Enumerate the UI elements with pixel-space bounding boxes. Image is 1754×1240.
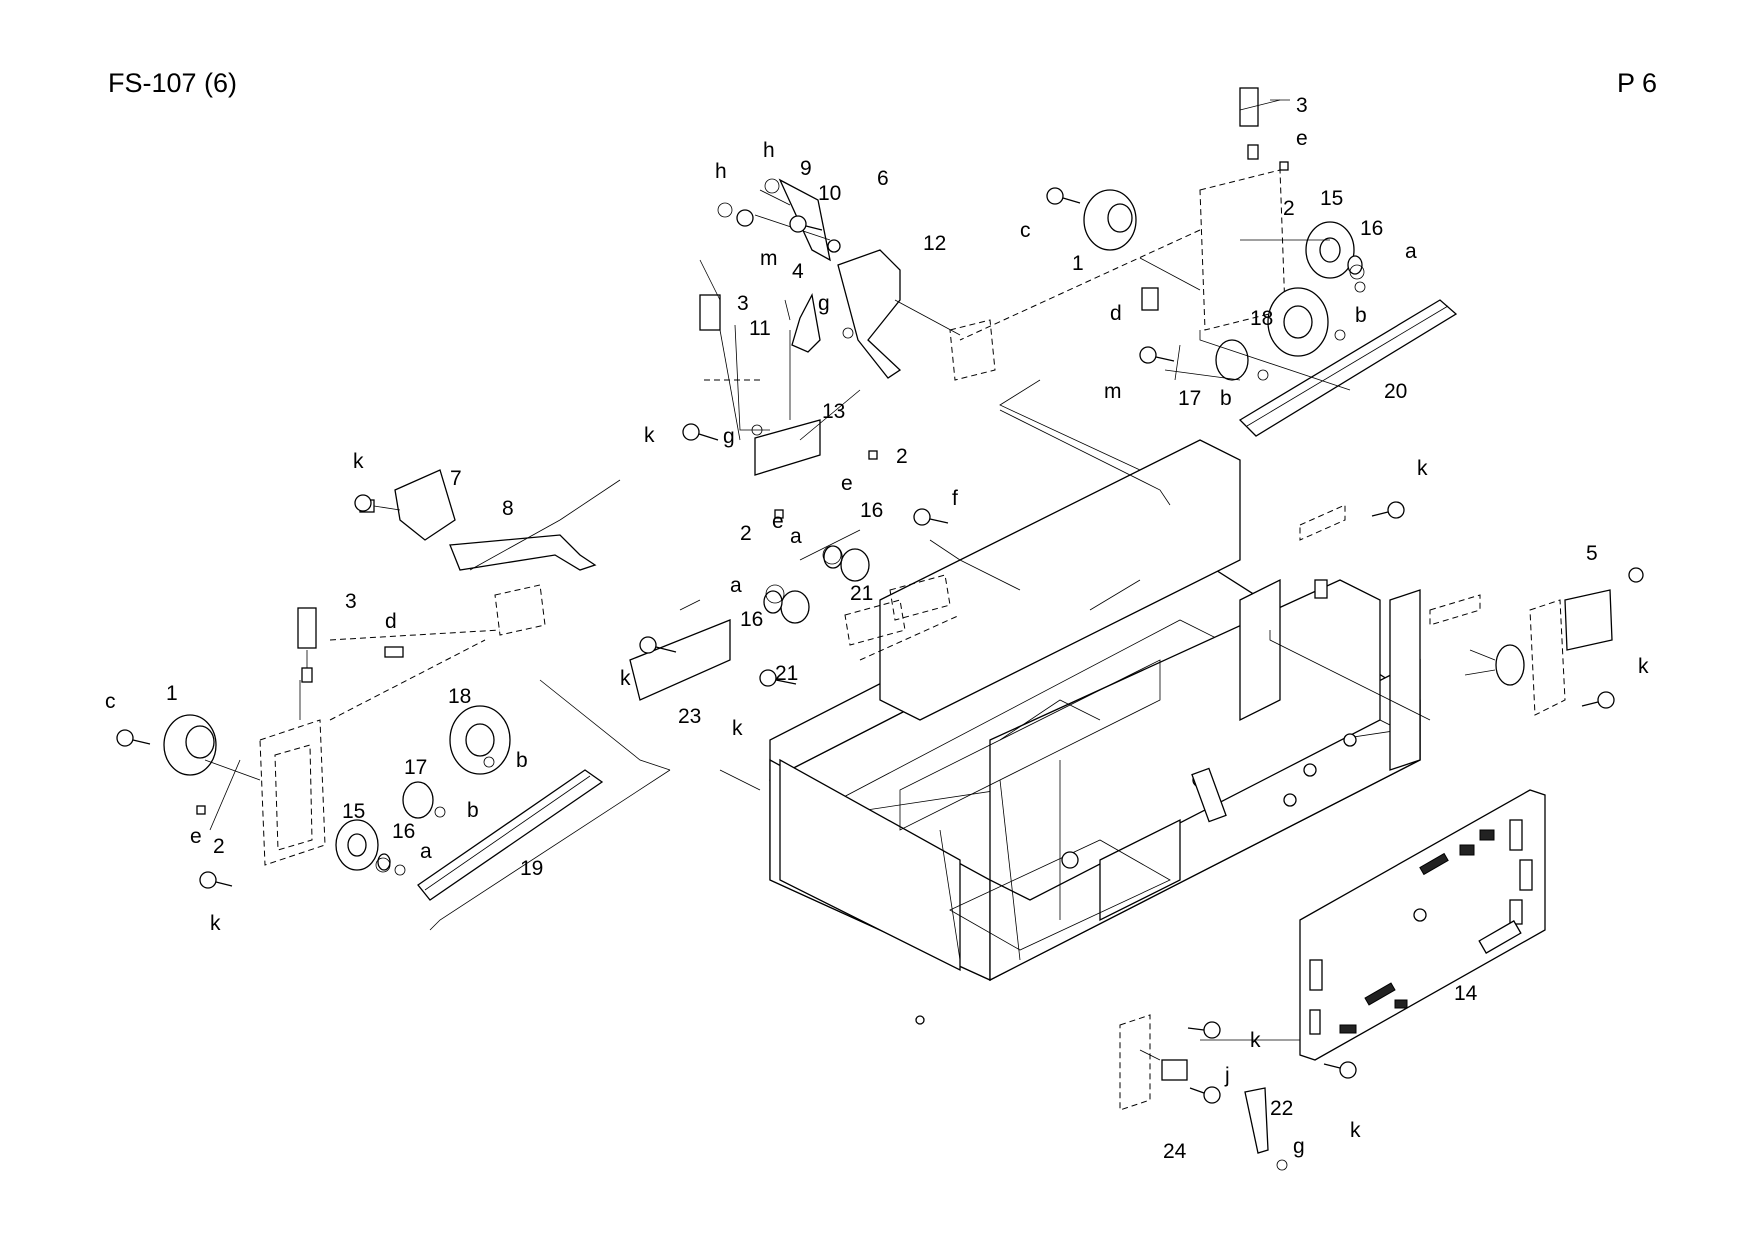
callout: e	[772, 510, 784, 533]
callout: 1	[166, 682, 178, 705]
callout: c	[105, 690, 116, 713]
callout: 15	[342, 800, 365, 823]
callout: k	[1417, 457, 1428, 480]
leader-lines	[209, 99, 1431, 1061]
diagram-title: FS-107 (6)	[108, 68, 238, 98]
page-number: P 6	[1617, 68, 1658, 98]
callout: k	[210, 912, 221, 935]
control-board	[1299, 789, 1546, 1061]
callout: 21	[775, 662, 798, 685]
callout: c	[1020, 219, 1031, 242]
callout: k	[732, 717, 743, 740]
callout: d	[385, 610, 397, 633]
callout: 3	[737, 292, 749, 315]
callout: 9	[800, 157, 812, 180]
callout: k	[1638, 655, 1649, 678]
callout: b	[516, 749, 528, 772]
callout: 22	[1270, 1097, 1293, 1120]
middle-shaft-parts	[629, 504, 1481, 701]
callout: 3	[1296, 94, 1308, 117]
callout: 14	[1454, 982, 1478, 1005]
callout: e	[1296, 127, 1308, 150]
callout: k	[644, 424, 655, 447]
callout: e	[190, 825, 202, 848]
callout: 24	[1163, 1140, 1187, 1163]
callout: 23	[678, 705, 701, 728]
callout: b	[1220, 387, 1232, 410]
callout: k	[1250, 1029, 1261, 1052]
callout: 19	[520, 857, 543, 880]
callout: 2	[1283, 197, 1295, 220]
callout: 11	[749, 317, 771, 340]
callout: a	[420, 840, 432, 863]
callout: h	[763, 139, 775, 162]
callout: 17	[404, 756, 427, 779]
callout: 3	[345, 590, 357, 613]
right-drive-assembly	[959, 87, 1363, 381]
callout: b	[1355, 304, 1367, 327]
callout: k	[620, 667, 631, 690]
callout: k	[1350, 1119, 1361, 1142]
callout: m	[760, 247, 778, 270]
callout: 5	[1586, 542, 1598, 565]
belt-19	[417, 769, 604, 901]
callout: 8	[502, 497, 514, 520]
callout: 6	[877, 167, 889, 190]
callout: a	[790, 525, 802, 548]
callout: m	[1104, 380, 1122, 403]
callout: g	[1293, 1135, 1305, 1158]
callout: e	[841, 472, 853, 495]
callout: 2	[740, 522, 752, 545]
clips-and-washers	[196, 161, 1366, 1171]
main-frame	[769, 439, 1421, 1025]
callout-labels: 3 e 2 15 16 a c 1 d 18 b m 17 b 20 h h 9…	[105, 94, 1649, 1163]
screws	[116, 187, 1644, 1104]
callout: 16	[860, 499, 883, 522]
callout: 13	[822, 400, 845, 423]
callout: g	[723, 425, 735, 448]
callout: b	[467, 799, 479, 822]
belt-20	[1238, 299, 1458, 437]
callout: d	[1110, 302, 1122, 325]
callout: 10	[818, 182, 841, 205]
callout: 16	[392, 820, 415, 843]
callout: 18	[1250, 307, 1273, 330]
callout: 16	[740, 608, 763, 631]
callout: f	[952, 487, 958, 510]
callout: 16	[1360, 217, 1383, 240]
callout: 7	[450, 467, 462, 490]
callout: a	[1405, 240, 1417, 263]
callout: 4	[792, 260, 804, 283]
callout: 12	[923, 232, 946, 255]
callout: 2	[896, 445, 908, 468]
callout: 18	[448, 685, 471, 708]
callout: 1	[1072, 252, 1084, 275]
callout: a	[730, 574, 742, 597]
callout: h	[715, 160, 727, 183]
connector-bracket	[1464, 589, 1613, 716]
left-drive-assembly	[163, 607, 511, 871]
callout: j	[1224, 1064, 1230, 1087]
callout: 21	[850, 582, 873, 605]
callout: 2	[213, 835, 225, 858]
callout: g	[818, 292, 830, 315]
lower-sensor-assembly	[1119, 1014, 1269, 1154]
callout: 20	[1384, 380, 1407, 403]
callout: 17	[1178, 387, 1201, 410]
callout: 15	[1320, 187, 1343, 210]
callout: k	[353, 450, 364, 473]
center-upper-mechanism	[699, 178, 996, 476]
